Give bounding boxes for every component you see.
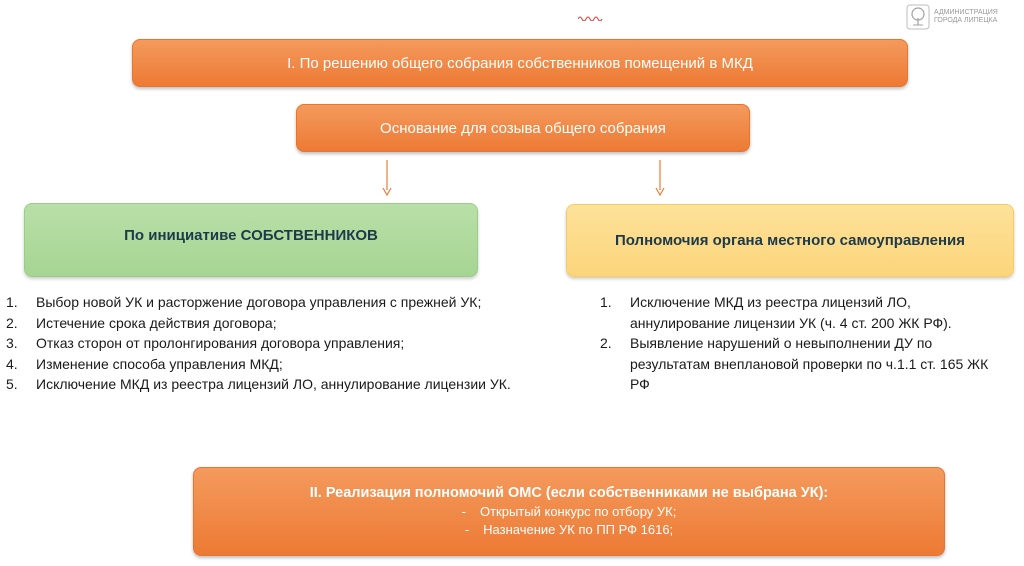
list-item-text: Выявление нарушений о невыполнении ДУ по… — [630, 335, 989, 392]
list-item-number: 2. — [600, 335, 612, 351]
owners-initiative-text: По инициативе СОБСТВЕННИКОВ — [124, 226, 378, 244]
list-item-text: Выбор новой УК и расторжение договора уп… — [36, 294, 482, 310]
owners-initiative-list: 1. Выбор новой УК и расторжение договора … — [6, 292, 526, 395]
list-item-number: 1. — [600, 294, 612, 310]
list-item: 3. Отказ сторон от пролонгирования догово… — [6, 333, 526, 354]
arrow-down-left-icon — [382, 160, 392, 196]
top-heading-text: I. По решению общего собрания собственни… — [287, 54, 753, 72]
list-item: 1. Выбор новой УК и расторжение договора … — [6, 292, 526, 313]
oms-item: -Назначение УК по ПП РФ 1616; — [465, 521, 673, 539]
oms-implementation-title: II. Реализация полномочий ОМС (если собс… — [309, 484, 829, 501]
oms-item-text: Назначение УК по ПП РФ 1616; — [483, 521, 674, 537]
list-item-number: 4. — [6, 355, 18, 372]
arrow-down-right-icon — [655, 160, 665, 196]
list-item-text: Отказ сторон от пролонгирования договора… — [36, 335, 405, 351]
local-authority-text: Полномочия органа местного самоуправлени… — [614, 232, 966, 249]
dash-bullet: - — [464, 521, 470, 537]
oms-implementation-box: II. Реализация полномочий ОМС (если собс… — [193, 467, 945, 556]
top-heading-box: I. По решению общего собрания собственни… — [132, 39, 908, 87]
list-item-text: Исключение МКД из реестра лицензий ЛО, а… — [36, 376, 511, 392]
logo-line-2: города Липецка — [934, 17, 998, 24]
list-item: 5. Исключение МКД из реестра лицензий ЛО,… — [6, 374, 526, 395]
basis-heading-text: Основание для созыва общего собрания — [380, 119, 666, 137]
oms-item-text: Открытый конкурс по отбору УК; — [479, 503, 677, 519]
logo-line-1: Администрация — [934, 9, 998, 16]
list-item-number: 5. — [6, 376, 18, 392]
list-item-text: Исключение МКД из реестра лицензий ЛО, а… — [630, 294, 952, 331]
list-item: 4. Изменение способа управления МКД; — [6, 354, 526, 375]
owners-initiative-box: По инициативе СОБСТВЕННИКОВ — [24, 203, 478, 277]
spellcheck-squiggle — [578, 16, 603, 21]
list-item-number: 3. — [6, 335, 18, 351]
city-logo: Администрация города Липецка — [906, 2, 1018, 32]
list-item: 2. Истечение срока действия договора; — [6, 313, 526, 334]
list-item-number: 2. — [6, 314, 18, 331]
tree-emblem-icon — [906, 4, 930, 30]
oms-item: -Открытый конкурс по отбору УК; — [462, 503, 677, 521]
basis-heading-box: Основание для созыва общего собрания — [296, 104, 750, 152]
local-authority-list: 1. Исключение МКД из реестра лицензий ЛО,… — [600, 292, 1000, 395]
logo-text: Администрация города Липецка — [934, 9, 998, 25]
list-item: 1. Исключение МКД из реестра лицензий ЛО,… — [600, 292, 1000, 333]
list-item-text: Истечение срока действия договора; — [36, 314, 277, 331]
list-item-text: Изменение способа управления МКД; — [36, 355, 283, 372]
local-authority-box: Полномочия органа местного самоуправлени… — [566, 204, 1014, 277]
list-item-number: 1. — [6, 294, 18, 310]
dash-bullet: - — [461, 503, 466, 519]
list-item: 2. Выявление нарушений о невыполнении ДУ … — [600, 333, 1000, 395]
